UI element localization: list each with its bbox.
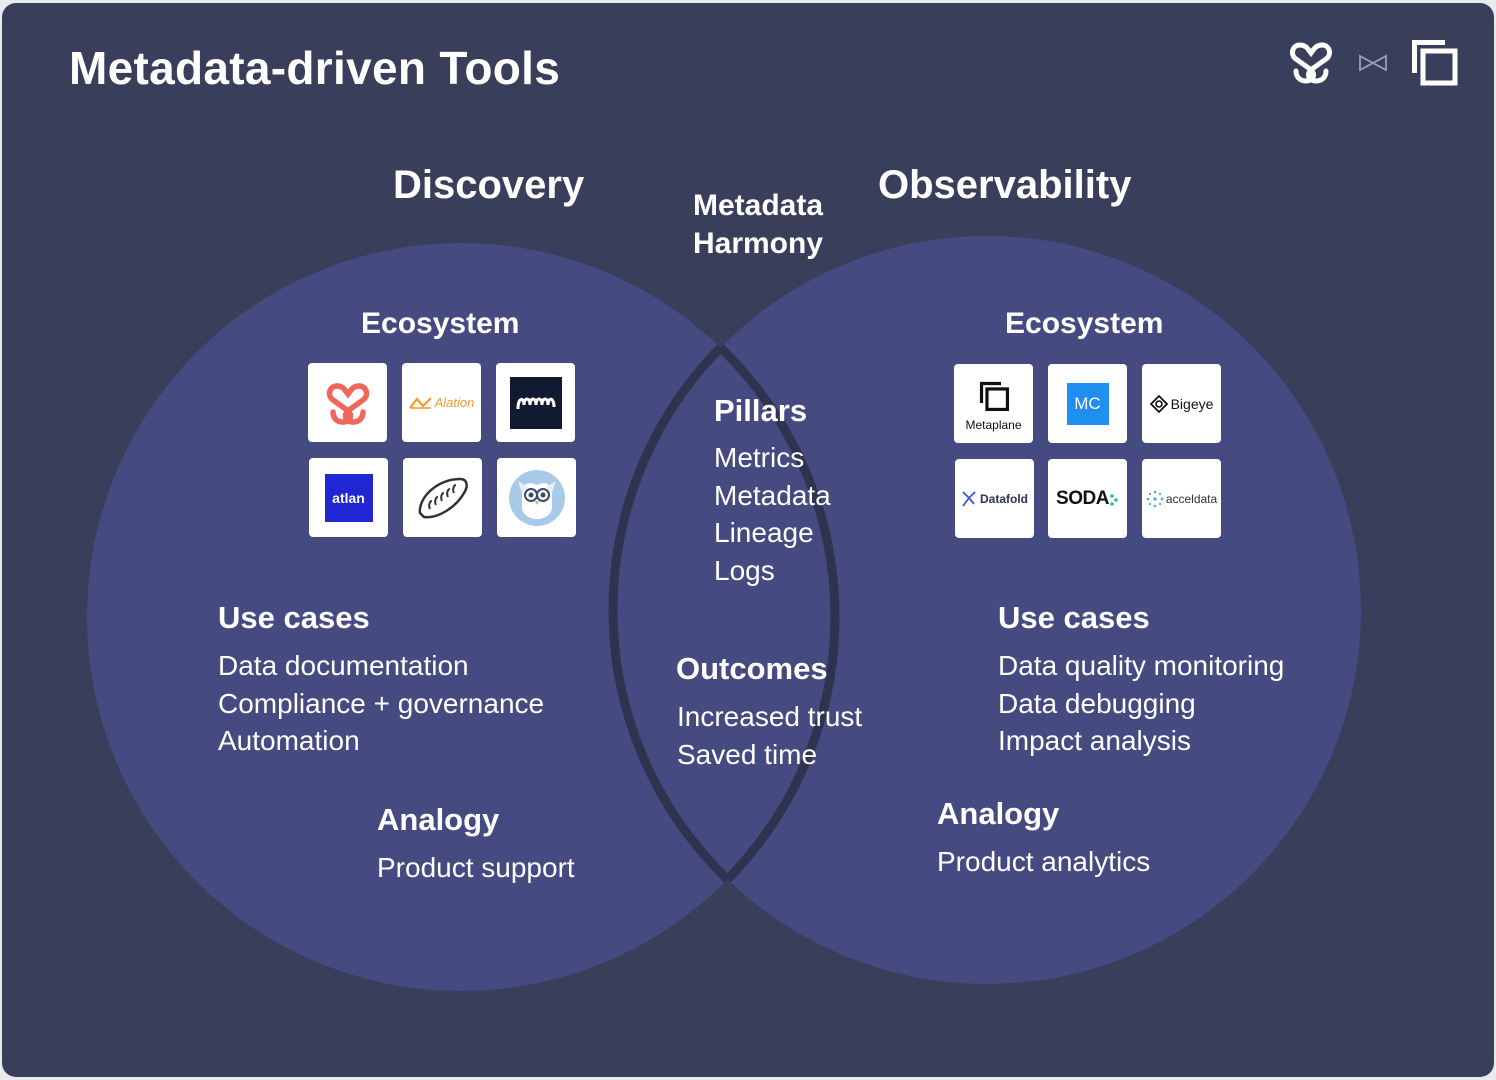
soda-dots-icon	[1110, 493, 1118, 506]
bigeye-logo-label: Bigeye	[1170, 395, 1214, 412]
pillars-label: Pillars	[714, 393, 808, 428]
bowtie-icon	[1359, 54, 1387, 72]
use-case-item: Compliance + governance	[218, 687, 545, 719]
discovery-circle	[87, 243, 835, 991]
outcome-item: Saved time	[677, 738, 818, 770]
overlap-boundary-left	[613, 238, 840, 984]
acceldata-logo-tile: acceldata	[1142, 459, 1221, 538]
pillar-item: Logs	[714, 554, 775, 586]
outcome-item: Increased trust	[677, 701, 863, 732]
pillars-list: Metrics Metadata Lineage Logs	[714, 439, 831, 589]
wave-logo-icon	[509, 376, 562, 429]
pillar-item: Metadata	[714, 479, 831, 511]
discovery-heading: Discovery	[393, 163, 585, 207]
discovery-ecosystem-label: Ecosystem	[361, 307, 520, 340]
discovery-use-cases-label: Use cases	[218, 600, 370, 635]
alation-logo-tile: Alation	[402, 363, 481, 442]
bigeye-logo-tile: Bigeye	[1142, 364, 1221, 443]
observability-use-cases-list: Data quality monitoring Data debugging I…	[998, 647, 1284, 760]
mc-logo-tile: MC	[1048, 364, 1127, 443]
soda-logo-tile: SODA	[1048, 459, 1127, 538]
owl-logo-tile	[497, 458, 576, 537]
knot-logo-icon	[1290, 42, 1332, 84]
bigeye-logo-icon	[1149, 394, 1168, 413]
metaplane-logo-icon	[1412, 40, 1458, 86]
diagram-card: Metadata-driven Tools Discovery Observab…	[2, 3, 1494, 1077]
knot-logo-tile	[308, 363, 387, 442]
discovery-analogy-text: Product support	[377, 852, 575, 883]
acceldata-logo-label: acceldata	[1165, 491, 1218, 506]
atlan-logo-tile: atlan	[309, 458, 388, 537]
observability-analogy-label: Analogy	[937, 796, 1060, 831]
harmony-heading-line2: Harmony	[692, 227, 824, 260]
page-title: Metadata-driven Tools	[69, 42, 561, 94]
metaplane-logo-label: Metaplane	[965, 417, 1022, 432]
soda-logo-label: SODA	[1056, 487, 1109, 509]
alation-logo-label: Alation	[434, 395, 475, 410]
datafold-logo-tile: Datafold	[955, 459, 1034, 538]
metaplane-logo-icon	[979, 381, 1009, 411]
atlan-logo-label: atlan	[332, 489, 365, 506]
use-case-item: Automation	[218, 725, 360, 756]
outcomes-list: Increased trust Saved time	[677, 698, 862, 773]
alation-logo-icon	[408, 396, 432, 409]
use-case-item: Impact analysis	[998, 725, 1191, 756]
harmony-heading: Metadata Harmony	[687, 189, 829, 261]
datafold-logo-icon	[962, 490, 976, 507]
use-case-item: Data documentation	[218, 650, 469, 681]
atlan-logo-icon: atlan	[324, 473, 373, 522]
outcomes-label: Outcomes	[676, 651, 828, 686]
acceldata-logo-icon	[1146, 490, 1164, 507]
datafold-logo-label: Datafold	[980, 491, 1028, 506]
observability-heading: Observability	[878, 163, 1132, 207]
use-case-item: Data quality monitoring	[998, 650, 1285, 681]
discovery-analogy-label: Analogy	[377, 802, 500, 837]
pillar-item: Lineage	[714, 517, 814, 548]
harmony-heading-line1: Metadata	[692, 189, 824, 222]
observability-use-cases-label: Use cases	[998, 600, 1150, 635]
mc-logo-label: MC	[1074, 393, 1101, 413]
metaplane-logo-tile: Metaplane	[954, 364, 1033, 443]
use-case-item: Data debugging	[998, 687, 1196, 719]
leaf-logo-tile	[403, 458, 482, 537]
mc-logo-icon: MC	[1066, 382, 1109, 425]
wave-logo-tile	[496, 363, 575, 442]
overlap-boundary-right	[608, 243, 835, 989]
knot-logo-icon	[326, 382, 369, 425]
observability-ecosystem-label: Ecosystem	[1005, 307, 1164, 340]
owl-logo-icon	[508, 469, 565, 526]
leaf-logo-icon	[418, 477, 468, 518]
discovery-use-cases-list: Data documentation Compliance + governan…	[218, 647, 544, 760]
observability-analogy-text: Product analytics	[937, 846, 1151, 877]
pillar-item: Metrics	[714, 442, 805, 473]
